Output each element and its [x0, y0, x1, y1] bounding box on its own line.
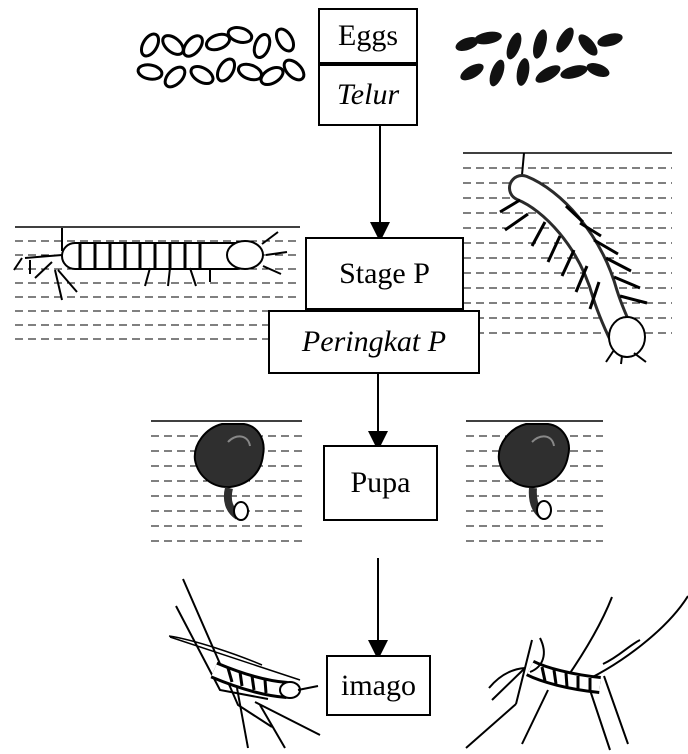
telur-box: Telur	[318, 64, 418, 126]
mosquito-left-icon	[169, 579, 320, 748]
aedes-eggs-icon	[137, 25, 307, 90]
stage-p-label: Stage P	[339, 259, 430, 289]
pupa-icon	[499, 424, 569, 519]
pupa-icon	[195, 424, 264, 520]
stage-p-box: Stage P	[305, 237, 464, 310]
pupa-label: Pupa	[351, 468, 411, 498]
pupa-box: Pupa	[323, 445, 438, 521]
peringkat-p-label: Peringkat P	[302, 327, 446, 357]
imago-box: imago	[326, 655, 431, 716]
mosquito-right-icon	[466, 596, 688, 750]
eggs-box: Eggs	[318, 8, 418, 64]
horizontal-larva-icon	[14, 228, 287, 300]
telur-label: Telur	[337, 80, 399, 110]
eggs-label: Eggs	[338, 21, 398, 51]
peringkat-p-box: Peringkat P	[268, 310, 480, 374]
anopheles-eggs-icon	[454, 25, 624, 88]
imago-label: imago	[341, 671, 416, 701]
